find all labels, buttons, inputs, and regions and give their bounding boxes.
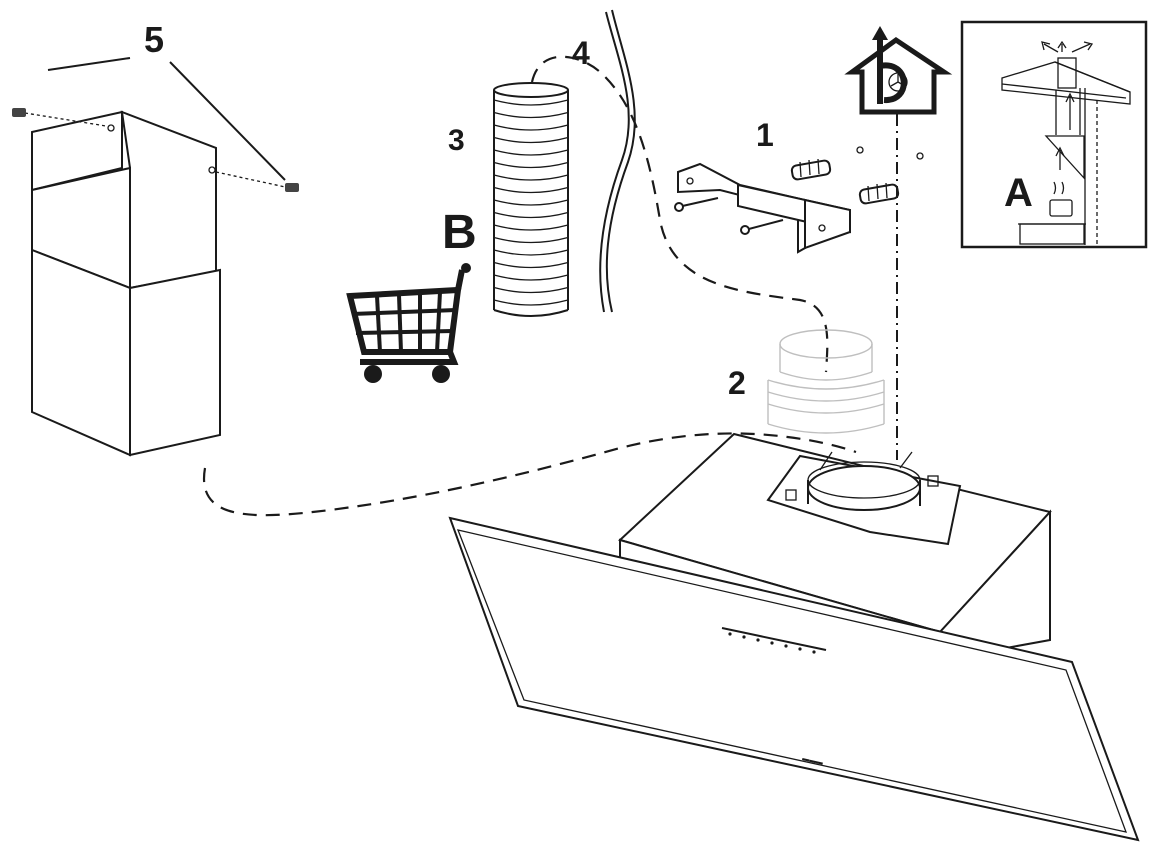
pipe-rib — [493, 161, 569, 169]
pipe-rib — [493, 261, 569, 269]
control-dot — [756, 638, 760, 642]
pipe-rib — [493, 199, 569, 206]
pipe-rib — [493, 236, 569, 244]
label-b: B — [442, 206, 477, 259]
control-dot — [812, 650, 816, 654]
pipe-rib — [493, 99, 569, 106]
pipe-rib — [493, 211, 569, 219]
chimney-path — [202, 432, 857, 517]
pipe-rib — [493, 249, 569, 256]
pipe-rib — [493, 124, 569, 131]
control-dot — [742, 635, 746, 639]
pipe-rib — [493, 174, 569, 181]
label-4: 4 — [572, 35, 590, 71]
control-dot — [798, 647, 802, 651]
pipe-rib — [493, 286, 569, 294]
glass-front-panel — [448, 516, 1140, 842]
control-dot — [770, 641, 774, 645]
chimney-screws — [12, 57, 299, 192]
hood-logo: ▬▬▬ — [802, 755, 824, 767]
label-a: A — [1004, 171, 1033, 215]
pipe-rib — [493, 224, 569, 231]
duct-flange — [767, 329, 885, 434]
wall-plugs — [790, 146, 924, 205]
cable — [599, 9, 636, 313]
control-strip — [721, 627, 827, 654]
label-3: 3 — [448, 124, 465, 157]
pipe-rib — [493, 186, 569, 194]
pipe-rib — [493, 149, 569, 156]
pipe-rib — [493, 111, 569, 119]
pipe-rib — [493, 274, 569, 281]
inset-panel — [960, 20, 1148, 249]
house-fan-extraction-icon — [844, 26, 953, 115]
chimney-cover — [31, 110, 221, 457]
label-1: 1 — [756, 117, 774, 153]
flexible-pipe — [493, 82, 569, 317]
pipe-rib — [493, 299, 569, 306]
label-2: 2 — [728, 365, 746, 401]
wall-bracket — [674, 162, 851, 254]
control-dot — [728, 632, 732, 636]
shopping-cart-icon — [346, 263, 471, 383]
label-5: 5 — [144, 19, 164, 60]
pipe-rib — [493, 136, 569, 144]
control-dot — [784, 644, 788, 648]
